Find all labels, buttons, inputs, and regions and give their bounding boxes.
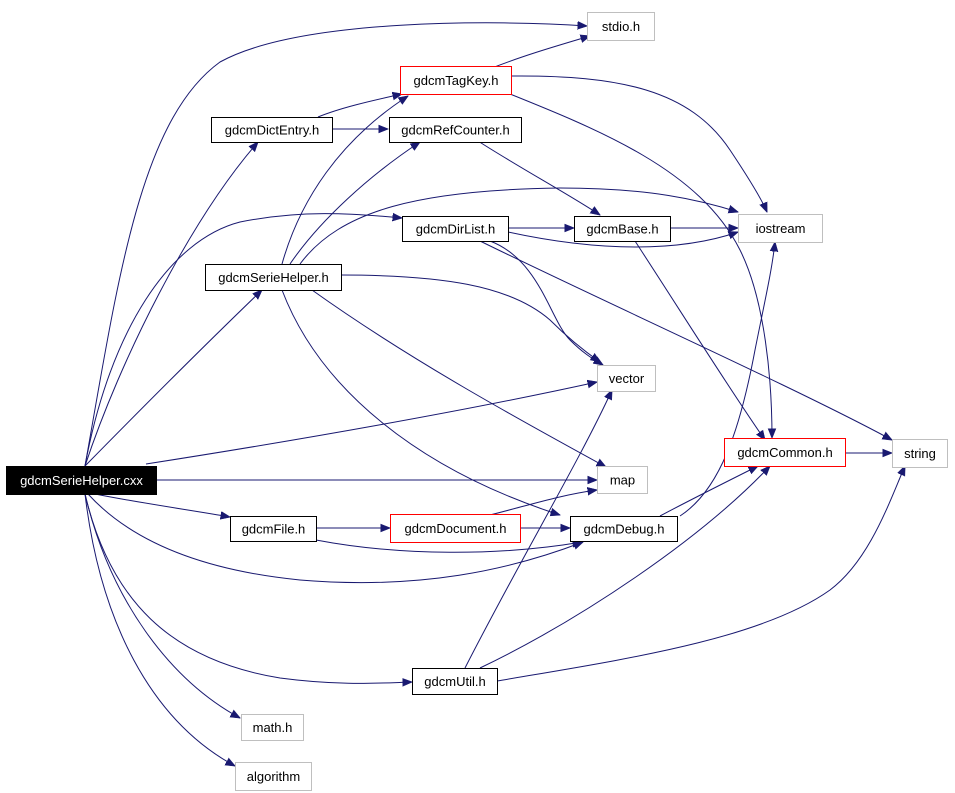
edge-util-to-string	[496, 466, 905, 682]
edge-root-to-dirlist	[84, 214, 402, 467]
node-label-common: gdcmCommon.h	[737, 445, 832, 460]
node-box-util[interactable]	[412, 668, 498, 695]
edges-layer	[84, 23, 905, 766]
edge-util-to-common	[479, 466, 770, 669]
node-box-stdio[interactable]	[587, 12, 655, 41]
edge-root-to-debug	[87, 493, 583, 584]
node-refcounter[interactable]: gdcmRefCounter.h	[389, 117, 522, 143]
node-debug[interactable]: gdcmDebug.h	[570, 516, 678, 542]
node-document[interactable]: gdcmDocument.h	[390, 514, 521, 543]
node-base[interactable]: gdcmBase.h	[574, 216, 671, 242]
edge-seriehelper-to-vector	[339, 274, 600, 362]
edge-seriehelper-to-tagkey	[281, 96, 408, 265]
node-box-seriehelper[interactable]	[205, 264, 342, 291]
edge-root-to-dictentry	[84, 142, 258, 467]
node-box-root[interactable]	[6, 466, 157, 495]
node-label-iostream: iostream	[756, 221, 806, 236]
edge-root-to-seriehelper	[84, 290, 262, 467]
node-algorithm[interactable]: algorithm	[235, 762, 312, 791]
edge-tagkey-to-stdio	[491, 36, 590, 69]
node-box-dictentry[interactable]	[211, 117, 333, 143]
node-box-file[interactable]	[230, 516, 317, 542]
node-common[interactable]: gdcmCommon.h	[724, 438, 846, 467]
node-box-debug[interactable]	[570, 516, 678, 542]
node-label-util: gdcmUtil.h	[424, 674, 485, 689]
edge-base-to-common	[634, 240, 765, 440]
node-box-common[interactable]	[724, 438, 846, 467]
edge-seriehelper-to-debug	[281, 289, 560, 515]
node-label-base: gdcmBase.h	[586, 222, 658, 237]
node-label-refcounter: gdcmRefCounter.h	[401, 123, 509, 138]
node-box-map[interactable]	[597, 466, 648, 494]
edge-root-to-vector	[145, 382, 597, 465]
node-string[interactable]: string	[892, 439, 948, 468]
node-util[interactable]: gdcmUtil.h	[412, 668, 498, 695]
edge-refcounter-to-base	[477, 140, 600, 215]
node-label-document: gdcmDocument.h	[405, 521, 507, 536]
node-label-string: string	[904, 446, 936, 461]
node-dictentry[interactable]: gdcmDictEntry.h	[211, 117, 333, 143]
node-stdio[interactable]: stdio.h	[587, 12, 655, 41]
node-box-vector[interactable]	[597, 365, 656, 392]
node-file[interactable]: gdcmFile.h	[230, 516, 317, 542]
edge-dirlist-to-iostream	[507, 232, 738, 248]
node-label-seriehelper: gdcmSerieHelper.h	[218, 270, 329, 285]
node-label-algorithm: algorithm	[247, 769, 300, 784]
node-iostream[interactable]: iostream	[738, 214, 823, 243]
node-label-tagkey: gdcmTagKey.h	[413, 73, 498, 88]
edge-util-to-vector	[464, 390, 612, 669]
node-math[interactable]: math.h	[241, 714, 304, 741]
node-box-tagkey[interactable]	[400, 66, 512, 95]
node-label-map: map	[610, 473, 635, 488]
node-label-dirlist: gdcmDirList.h	[416, 222, 495, 237]
node-map[interactable]: map	[597, 466, 648, 494]
edge-debug-to-iostream	[679, 242, 775, 517]
node-label-file: gdcmFile.h	[242, 522, 306, 537]
node-root[interactable]: gdcmSerieHelper.cxx	[6, 466, 157, 495]
edge-root-to-util	[84, 493, 412, 683]
edge-debug-to-common	[659, 466, 758, 517]
edge-root-to-math	[84, 493, 240, 718]
edge-dictentry-to-tagkey	[317, 94, 402, 118]
edge-dirlist-to-string	[479, 240, 892, 440]
node-box-string[interactable]	[892, 439, 948, 468]
edge-dirlist-to-vector	[489, 240, 603, 365]
node-label-debug: gdcmDebug.h	[584, 522, 665, 537]
nodes-layer: gdcmSerieHelper.cxx stdio.h gdcmTagKey.h gd…	[6, 12, 948, 791]
node-seriehelper[interactable]: gdcmSerieHelper.h	[205, 264, 342, 291]
node-box-math[interactable]	[241, 714, 304, 741]
node-box-iostream[interactable]	[738, 214, 823, 243]
node-tagkey[interactable]: gdcmTagKey.h	[400, 66, 512, 95]
edge-seriehelper-to-map	[311, 289, 606, 467]
node-label-root: gdcmSerieHelper.cxx	[20, 473, 143, 488]
edge-document-to-map	[485, 490, 597, 517]
node-label-dictentry: gdcmDictEntry.h	[225, 123, 319, 138]
edge-seriehelper-to-iostream	[299, 187, 738, 265]
node-box-dirlist[interactable]	[402, 216, 509, 242]
node-vector[interactable]: vector	[597, 365, 656, 392]
node-label-stdio: stdio.h	[602, 19, 640, 34]
edge-root-to-algorithm	[84, 493, 235, 766]
edge-seriehelper-to-refcounter	[289, 142, 420, 265]
edge-root-to-stdio	[84, 23, 587, 467]
edge-file-to-debug	[315, 540, 582, 553]
node-box-base[interactable]	[574, 216, 671, 242]
node-box-refcounter[interactable]	[389, 117, 522, 143]
edge-tagkey-to-iostream	[510, 75, 768, 212]
node-dirlist[interactable]: gdcmDirList.h	[402, 216, 509, 242]
edge-root-to-file	[94, 493, 230, 517]
node-label-vector: vector	[609, 371, 645, 386]
node-box-document[interactable]	[390, 514, 521, 543]
node-box-algorithm[interactable]	[235, 762, 312, 791]
node-label-math: math.h	[253, 720, 293, 735]
